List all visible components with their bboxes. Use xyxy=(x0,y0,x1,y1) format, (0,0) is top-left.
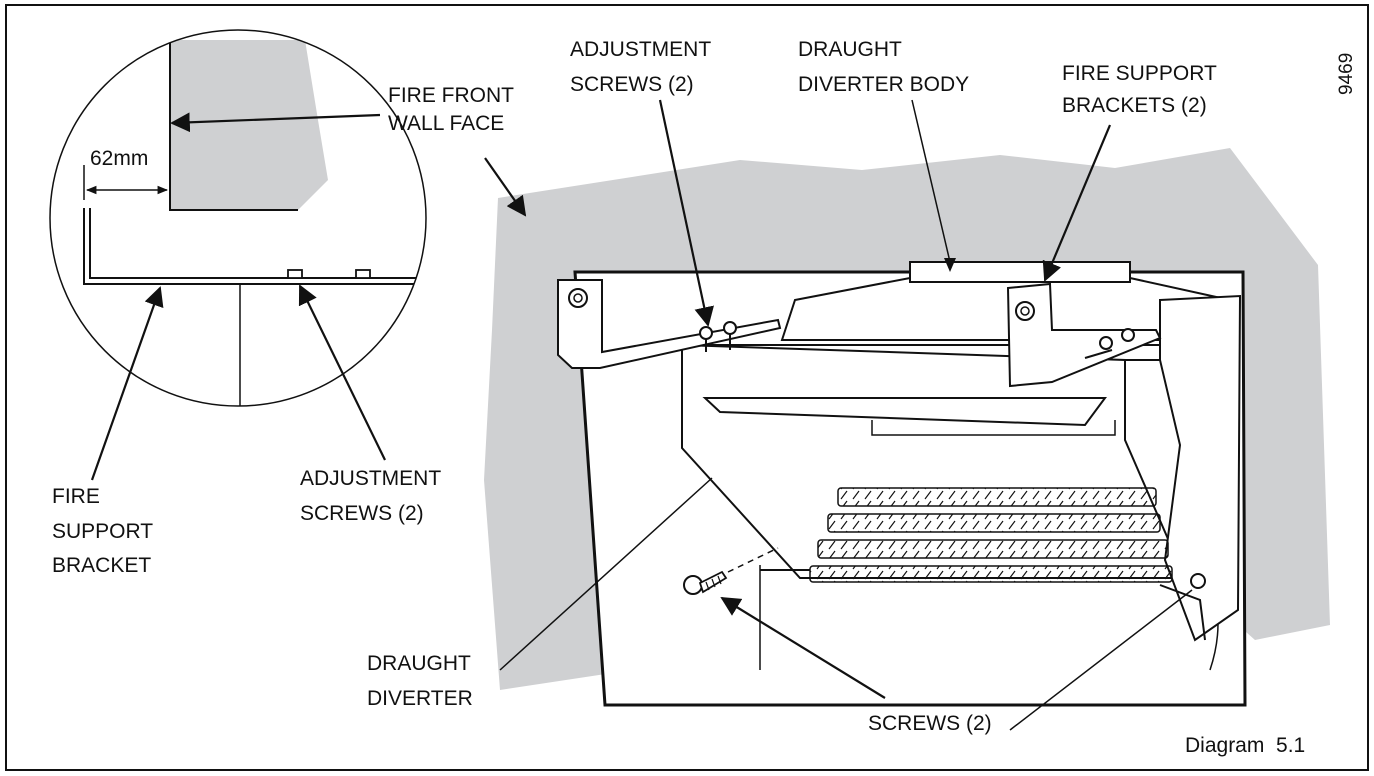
figure-border xyxy=(5,4,1369,771)
label-inset-adjustment-screws-line2: SCREWS (2) xyxy=(300,502,424,525)
diagram-caption: Diagram 5.1 xyxy=(1185,734,1305,757)
figure-number: 9469 xyxy=(1336,53,1357,95)
label-draught-diverter-line1: DRAUGHT xyxy=(367,652,471,675)
inset-wall xyxy=(170,40,328,210)
right-support-bracket xyxy=(1006,282,1162,388)
label-adjustment-screws-line2: SCREWS (2) xyxy=(570,73,694,96)
inset-dimension: 62mm xyxy=(90,147,148,170)
detail-inset xyxy=(49,29,427,407)
label-fire-front-wall-face-line1: FIRE FRONT xyxy=(388,84,514,107)
label-fire-support-bracket-line3: BRACKET xyxy=(52,554,151,577)
label-draught-diverter-body-line2: DIVERTER BODY xyxy=(798,73,969,96)
left-adjustment-screws xyxy=(699,321,737,352)
leader-lines xyxy=(90,99,1193,731)
label-draught-diverter-body-line1: DRAUGHT xyxy=(798,38,902,61)
fitted-screw xyxy=(1190,573,1206,589)
label-adjustment-screws-line1: ADJUSTMENT xyxy=(570,38,711,61)
label-fire-support-bracket-line2: SUPPORT xyxy=(52,520,153,543)
label-screws: SCREWS (2) xyxy=(868,712,992,735)
label-inset-adjustment-screws-line1: ADJUSTMENT xyxy=(300,467,441,490)
loose-screw xyxy=(683,547,779,595)
label-fire-front-wall-face-line2: WALL FACE xyxy=(388,112,504,135)
label-draught-diverter-line2: DIVERTER xyxy=(367,687,473,710)
main-illustration xyxy=(484,148,1330,707)
label-fire-support-bracket-line1: FIRE xyxy=(52,485,100,508)
label-fire-support-brackets-line2: BRACKETS (2) xyxy=(1062,94,1207,117)
right-adjustment-screws xyxy=(1084,328,1135,359)
label-fire-support-brackets-line1: FIRE SUPPORT xyxy=(1062,62,1217,85)
